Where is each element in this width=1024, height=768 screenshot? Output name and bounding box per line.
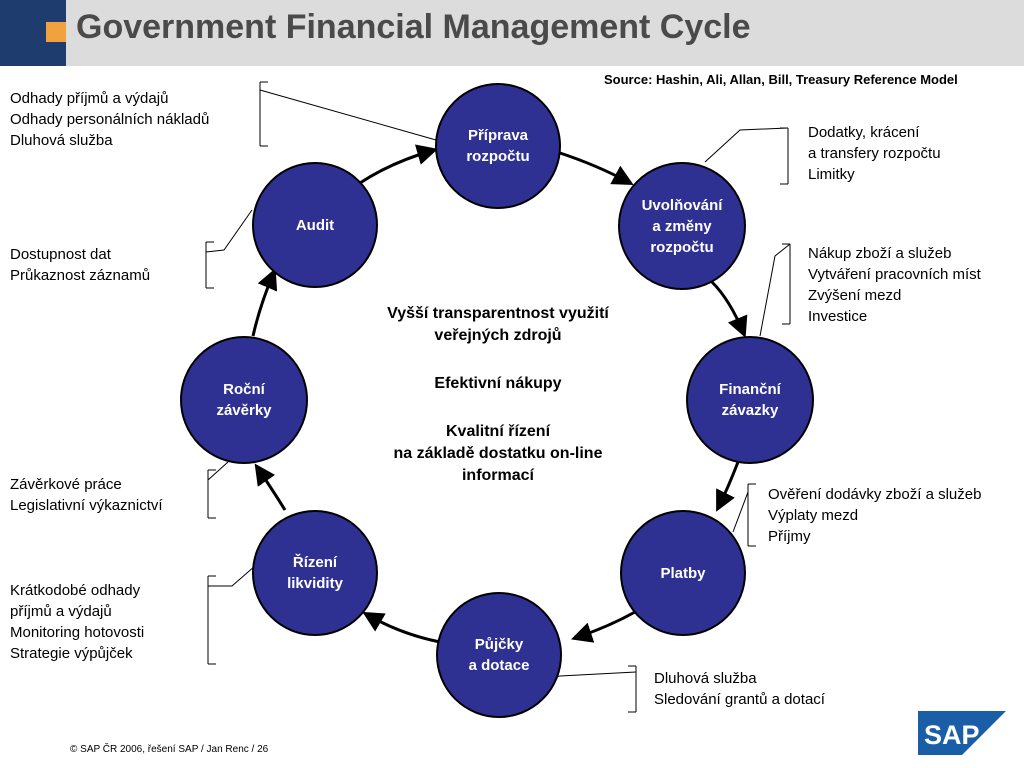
leader-rocni (207, 461, 229, 481)
bracket-rocni (207, 469, 216, 519)
arrow-audit-to-priprava (359, 144, 439, 185)
leader-platby (732, 491, 749, 533)
leader-rizeni (208, 565, 256, 587)
bracket-financni (782, 243, 791, 325)
leader-financni (759, 243, 791, 337)
stage-audit: Audit (252, 162, 378, 288)
footer-copyright: © SAP ČR 2006, řešení SAP / Jan Renc / 2… (70, 744, 269, 755)
arrow-rocni-to-audit (251, 268, 278, 337)
sap-logo: SAP (918, 711, 1006, 755)
header-bar: Government Financial Management Cycle (0, 0, 1024, 66)
bracket-priprava (259, 81, 268, 147)
stage-platby: Platby (620, 510, 746, 636)
center-goals: Vyšší transparentnost využití veřejných … (387, 305, 609, 484)
leader-priprava (259, 89, 437, 141)
leader-uvolnovani (704, 127, 789, 163)
bracket-uvolnovani (780, 127, 789, 185)
header-accent-square (46, 22, 66, 42)
bracket-rizeni (207, 575, 216, 665)
arrow-uvolnovani-to-financni (710, 280, 748, 338)
arrow-financni-to-platby (716, 461, 740, 512)
bracket-audit (205, 241, 214, 289)
bracket-platby (747, 483, 756, 547)
source-citation: Source: Hashin, Ali, Allan, Bill, Treasu… (604, 72, 958, 87)
leader-audit (205, 209, 253, 253)
page-title: Government Financial Management Cycle (76, 8, 751, 46)
arrow-rizeni-to-rocni (254, 463, 287, 511)
arrow-platby-to-pujcky (571, 610, 636, 643)
bracket-pujcky (628, 665, 637, 713)
sap-logo-text: SAP (924, 720, 980, 750)
arrow-priprava-to-uvolnovani (556, 150, 634, 186)
arrow-pujcky-to-rizeni (362, 611, 441, 644)
